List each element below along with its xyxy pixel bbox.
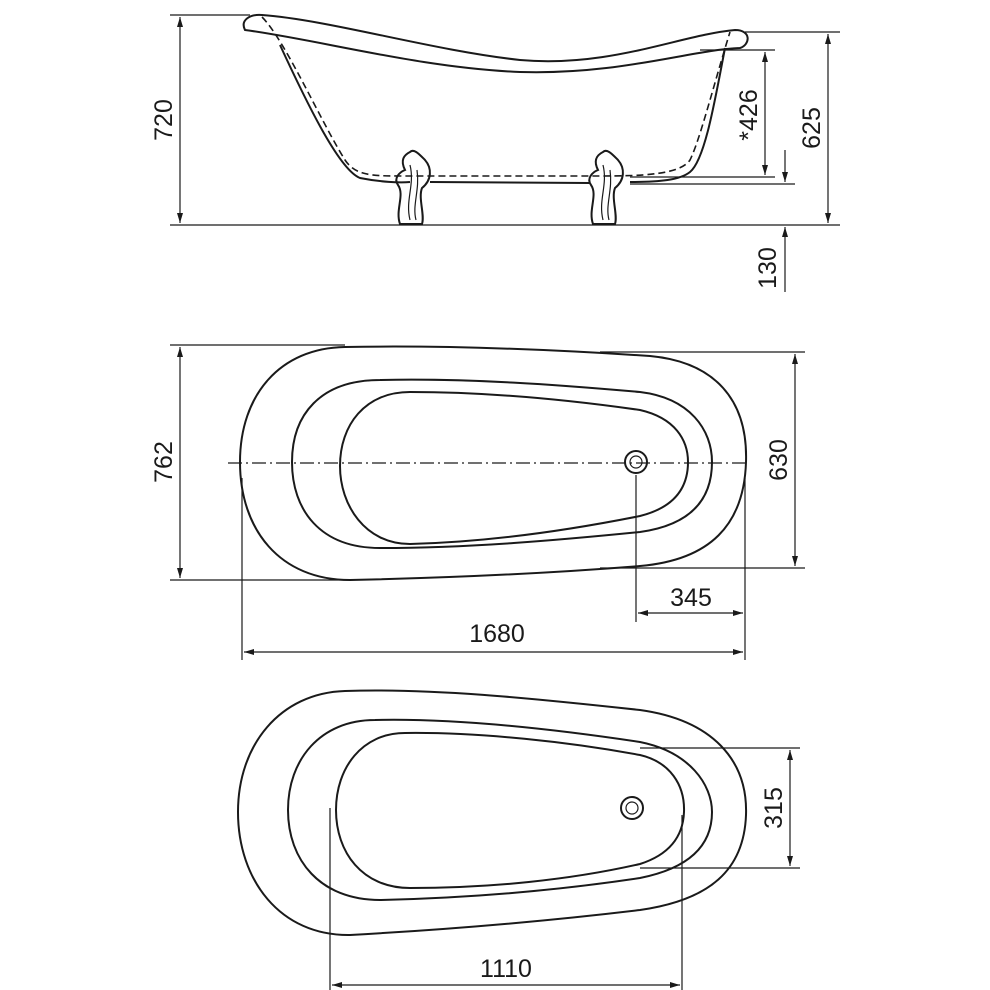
drain [624, 450, 648, 474]
dim-drain-offset: 345 [670, 584, 712, 612]
dim-height-rim: 625 [798, 107, 826, 149]
dim-height-total: 720 [150, 99, 178, 141]
claw-foot-left [395, 149, 431, 225]
dim-width: 762 [150, 441, 178, 483]
dim-inner-width: 630 [765, 439, 793, 481]
dim-depth: *426 [735, 89, 763, 140]
dim-inner-length: 1110 [480, 955, 532, 983]
dim-length: 1680 [469, 620, 525, 648]
drain [620, 796, 644, 820]
dim-drain-width: 315 [760, 787, 788, 829]
bottom-view: 315 1110 [236, 689, 800, 990]
top-view: 762 630 345 1680 [150, 344, 805, 660]
side-view: 720 625 *426 130 [150, 13, 840, 292]
dim-foot-height: 130 [754, 247, 782, 289]
claw-foot-right [588, 149, 624, 225]
